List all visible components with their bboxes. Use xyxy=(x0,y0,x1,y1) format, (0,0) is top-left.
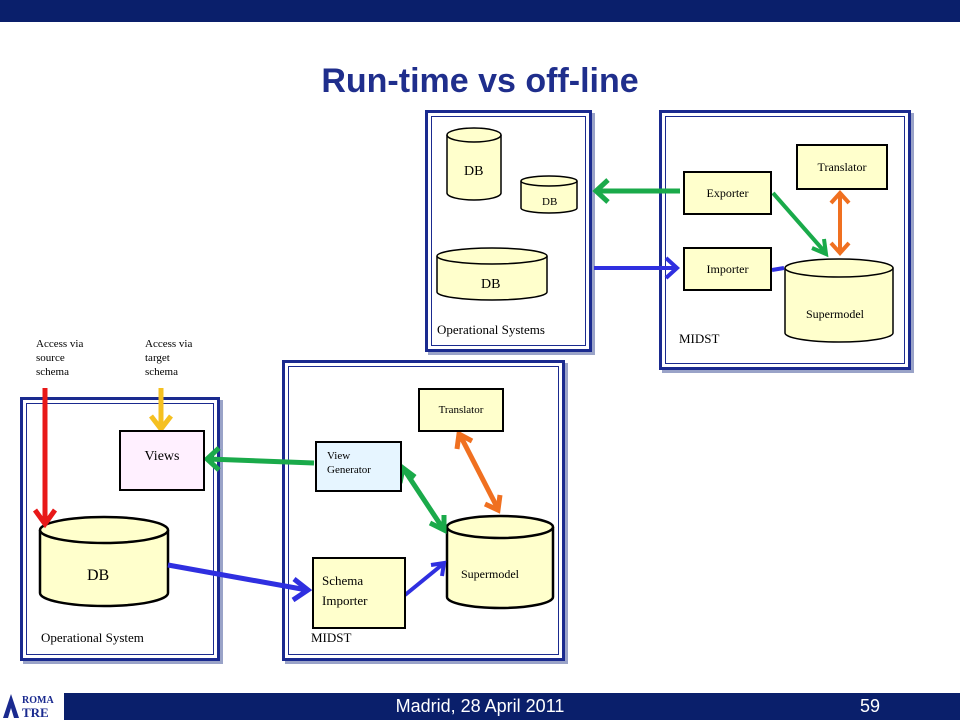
roma-tre-logo-icon: ROMA TRE xyxy=(3,694,54,720)
schema-importer-line-1: Schema xyxy=(322,573,364,588)
access-target-line-2: target xyxy=(145,352,170,364)
svg-text:ROMA: ROMA xyxy=(22,695,54,706)
slide-title: Run-time vs off-line xyxy=(321,62,639,100)
arrow-access-target xyxy=(149,388,173,434)
arrow-viewgen-supermodel xyxy=(397,463,447,535)
db-label-1: DB xyxy=(464,164,484,179)
bottom-bar xyxy=(0,693,960,720)
top-operational-label: Operational Systems xyxy=(437,322,545,337)
access-target-line-1: Access via xyxy=(145,338,193,350)
arrow-importer-to-supermodel xyxy=(771,266,785,272)
db-label-3: DB xyxy=(481,277,501,292)
bottom-translator-box: Translator xyxy=(418,388,504,432)
schema-importer-box: Schema Importer xyxy=(312,557,406,629)
view-generator-line-1: View xyxy=(327,450,351,462)
roma-tre-logo: ROMA TRE xyxy=(0,688,64,720)
arrow-viewgen-to-views xyxy=(203,446,315,472)
top-midst-label: MIDST xyxy=(679,331,720,346)
access-source-line-2: source xyxy=(36,352,65,364)
top-translator-box: Translator xyxy=(796,144,888,190)
arrow-db-to-schema-importer xyxy=(167,562,313,603)
bottom-midst-label: MIDST xyxy=(311,630,352,645)
view-generator-box: View Generator xyxy=(315,441,402,492)
exporter-box: Exporter xyxy=(683,171,772,215)
bottom-db-cylinder xyxy=(38,515,170,608)
view-generator-line-2: Generator xyxy=(327,464,371,476)
arrow-exporter-supermodel xyxy=(771,191,829,258)
db-cylinder-3 xyxy=(436,247,548,301)
bottom-db-label: DB xyxy=(87,567,110,584)
importer-box: Importer xyxy=(683,247,772,291)
footer-text: Madrid, 28 April 2011 xyxy=(395,696,565,716)
bottom-supermodel-label: Supermodel xyxy=(461,567,519,581)
views-box: Views xyxy=(119,430,205,491)
svg-text:TRE: TRE xyxy=(22,705,49,720)
access-source-line-1: Access via xyxy=(36,338,84,350)
schema-importer-line-2: Importer xyxy=(322,593,368,608)
db-cylinder-2 xyxy=(520,175,578,214)
bottom-operational-label: Operational System xyxy=(41,630,144,645)
top-supermodel-cylinder xyxy=(784,258,894,343)
top-bar xyxy=(0,0,960,22)
bottom-supermodel-cylinder xyxy=(445,514,555,610)
arrow-operational-to-importer xyxy=(594,256,680,280)
access-target-line-3: schema xyxy=(145,366,178,378)
arrow-exporter-to-operational xyxy=(592,178,680,204)
access-source-note: Access via source schema xyxy=(36,337,83,379)
arrow-translator-supermodel-bottom xyxy=(454,430,503,514)
arrow-schema-importer-to-supermodel xyxy=(403,560,447,597)
access-source-line-3: schema xyxy=(36,366,69,378)
top-supermodel-label: Supermodel xyxy=(806,307,864,321)
db-label-2: DB xyxy=(542,196,558,208)
page-number: 59 xyxy=(859,696,880,716)
access-target-note: Access via target schema xyxy=(145,337,192,379)
db-cylinder-1 xyxy=(446,127,502,201)
arrow-translator-supermodel-top xyxy=(829,190,851,256)
arrow-access-source xyxy=(32,388,58,529)
